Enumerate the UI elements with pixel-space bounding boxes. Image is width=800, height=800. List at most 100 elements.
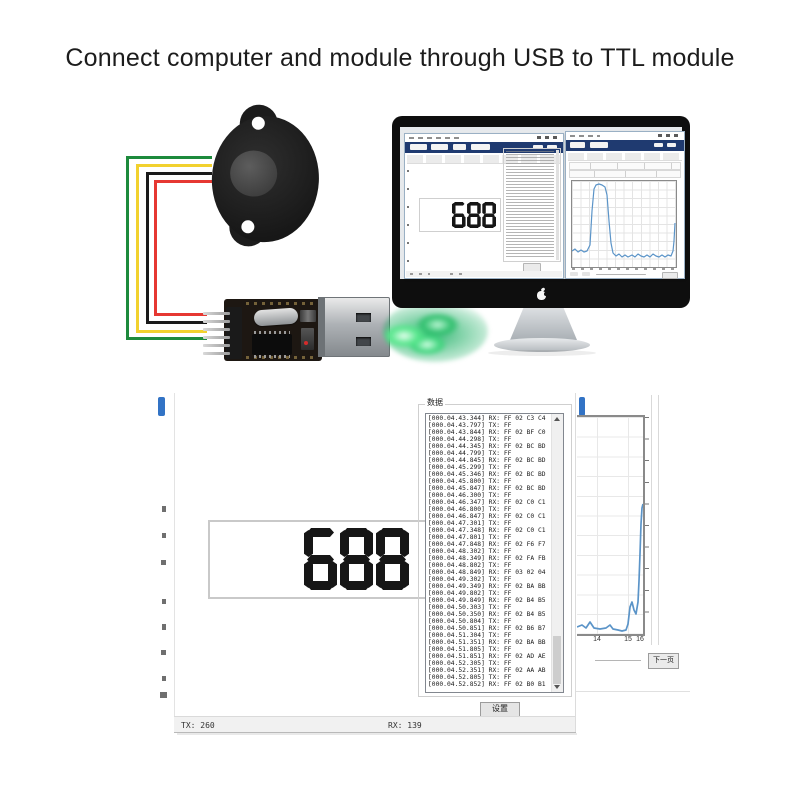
log-line: [000.04.43.844] RX: FF 02 BF C0	[428, 429, 546, 436]
log-box[interactable]: [000.04.43.344] RX: FF 02 C3 C4[000.04.4…	[425, 413, 564, 693]
log-line: [000.04.51.805] TX: FF	[428, 646, 512, 653]
mini-tab-row	[568, 153, 682, 161]
smd-component	[300, 310, 316, 322]
mini-bottom-controls	[570, 272, 680, 279]
monitor-stand-base	[494, 338, 590, 352]
log-line: [000.04.47.301] TX: FF	[428, 520, 512, 527]
seven-segment-digit	[340, 528, 373, 590]
log-line: [000.04.45.800] TX: FF	[428, 478, 512, 485]
rx-count: RX: 139	[388, 721, 422, 730]
log-line: [000.04.43.797] TX: FF	[428, 422, 512, 429]
distance-display-box	[208, 520, 427, 599]
mini-radio	[570, 272, 578, 276]
mini-log-groupbox	[503, 148, 561, 262]
left-rail-mark	[162, 533, 166, 538]
status-bar: TX: 260 RX: 139	[174, 716, 576, 733]
left-rail-scrollbar-thumb[interactable]	[158, 397, 165, 416]
mini-field-row	[569, 162, 681, 170]
left-rail-divider	[174, 393, 175, 725]
page-slider[interactable]	[595, 660, 641, 661]
wire-red	[154, 313, 207, 316]
log-line: [000.04.51.851] RX: FF 02 AD AE	[428, 653, 546, 660]
log-line: [000.04.44.845] RX: FF 02 BC BD	[428, 457, 546, 464]
mini-tab-row	[407, 155, 561, 164]
mini-window-serial-tool	[404, 133, 564, 279]
left-rail-mark	[162, 676, 166, 681]
usb-plug	[318, 297, 390, 357]
left-rail-mark	[162, 599, 166, 604]
usb-shell-hole	[356, 337, 371, 346]
software-screenshot: 数据 [000.04.43.344] RX: FF 02 C3 C4[000.0…	[155, 393, 690, 740]
mini-log-scrollbar	[556, 150, 559, 260]
log-line: [000.04.47.801] TX: FF	[428, 534, 512, 541]
mini-toolbar-radio	[533, 145, 543, 149]
mini-toolbar	[566, 140, 684, 151]
mini-status-bar	[406, 271, 562, 277]
pin-header	[226, 307, 242, 359]
wire-yellow	[136, 164, 139, 333]
header-pin	[203, 320, 230, 323]
mini-toolbar-radio	[667, 143, 676, 147]
log-line: [000.04.46.800] TX: FF	[428, 506, 512, 513]
mini-toolbar-button	[590, 142, 608, 148]
header-pin	[203, 344, 230, 347]
mini-radio	[582, 272, 590, 276]
mini-title-text	[409, 137, 461, 139]
window-shadow	[177, 733, 577, 735]
chart-scrollbar-thumb[interactable]	[579, 397, 585, 416]
mini-open-button	[453, 144, 466, 150]
chart-line	[577, 503, 643, 632]
right-axis-ticks	[645, 417, 649, 632]
tx-count: TX: 260	[181, 721, 215, 730]
solder-pads	[246, 302, 316, 305]
settings-button[interactable]: 设置	[480, 702, 520, 717]
left-rail-mark	[161, 560, 166, 565]
window-bottom-border	[174, 732, 576, 733]
ultrasonic-sensor-module	[201, 100, 324, 254]
data-groupbox	[418, 404, 572, 697]
header-pin	[203, 352, 230, 355]
seven-segment-digit	[376, 528, 409, 590]
mini-status-text	[450, 273, 466, 275]
data-groupbox-label: 数据	[425, 397, 445, 408]
log-line: [000.04.49.849] RX: FF 02 B4 B5	[428, 597, 546, 604]
log-line: [000.04.47.848] RX: FF 02 F6 F7	[428, 541, 546, 548]
vertical-gridline	[597, 417, 598, 634]
green-glow-effect	[383, 300, 488, 362]
mini-window-buttons	[537, 136, 559, 139]
panel-scroll-groove	[651, 395, 652, 645]
panel-scroll-groove	[658, 395, 659, 645]
x-axis-tick-label: 15	[624, 636, 632, 643]
wire-green	[126, 337, 207, 340]
mini-chart-line	[572, 183, 676, 258]
next-page-button[interactable]: 下一页	[648, 653, 679, 669]
mini-seven-segment-display	[451, 202, 496, 229]
log-scrollbar-thumb[interactable]	[553, 636, 561, 684]
seven-segment-digit	[451, 202, 466, 229]
mini-toolbar-radio	[547, 145, 557, 149]
log-line: [000.04.50.303] TX: FF	[428, 604, 512, 611]
log-line: [000.04.52.852] RX: FF 02 B0 B1	[428, 681, 546, 688]
log-line: [000.04.45.847] RX: FF 02 BC BD	[428, 485, 546, 492]
panel-bottom-border	[576, 691, 690, 692]
log-scrollbar[interactable]	[551, 414, 563, 692]
led-red	[304, 341, 308, 345]
window-right-border	[575, 393, 576, 732]
log-line: [000.04.52.305] TX: FF	[428, 660, 512, 667]
seven-segment-digit	[482, 202, 496, 229]
monitor-stand-neck	[510, 308, 577, 340]
wire-green	[126, 156, 212, 159]
log-line: [000.04.45.299] TX: FF	[428, 464, 512, 471]
vertical-gridline	[628, 417, 629, 634]
log-line: [000.04.50.851] RX: FF 02 B6 B7	[428, 625, 546, 632]
scroll-up-icon[interactable]	[552, 414, 562, 424]
left-rail-mark	[161, 650, 166, 655]
mini-toolbar-button	[471, 144, 490, 150]
mini-field-row	[569, 170, 681, 178]
log-line: [000.04.46.347] RX: FF 02 C0 C1	[428, 499, 546, 506]
scroll-down-icon[interactable]	[552, 682, 562, 692]
wire-black	[146, 172, 149, 324]
mini-toolbar-radio	[654, 143, 663, 147]
